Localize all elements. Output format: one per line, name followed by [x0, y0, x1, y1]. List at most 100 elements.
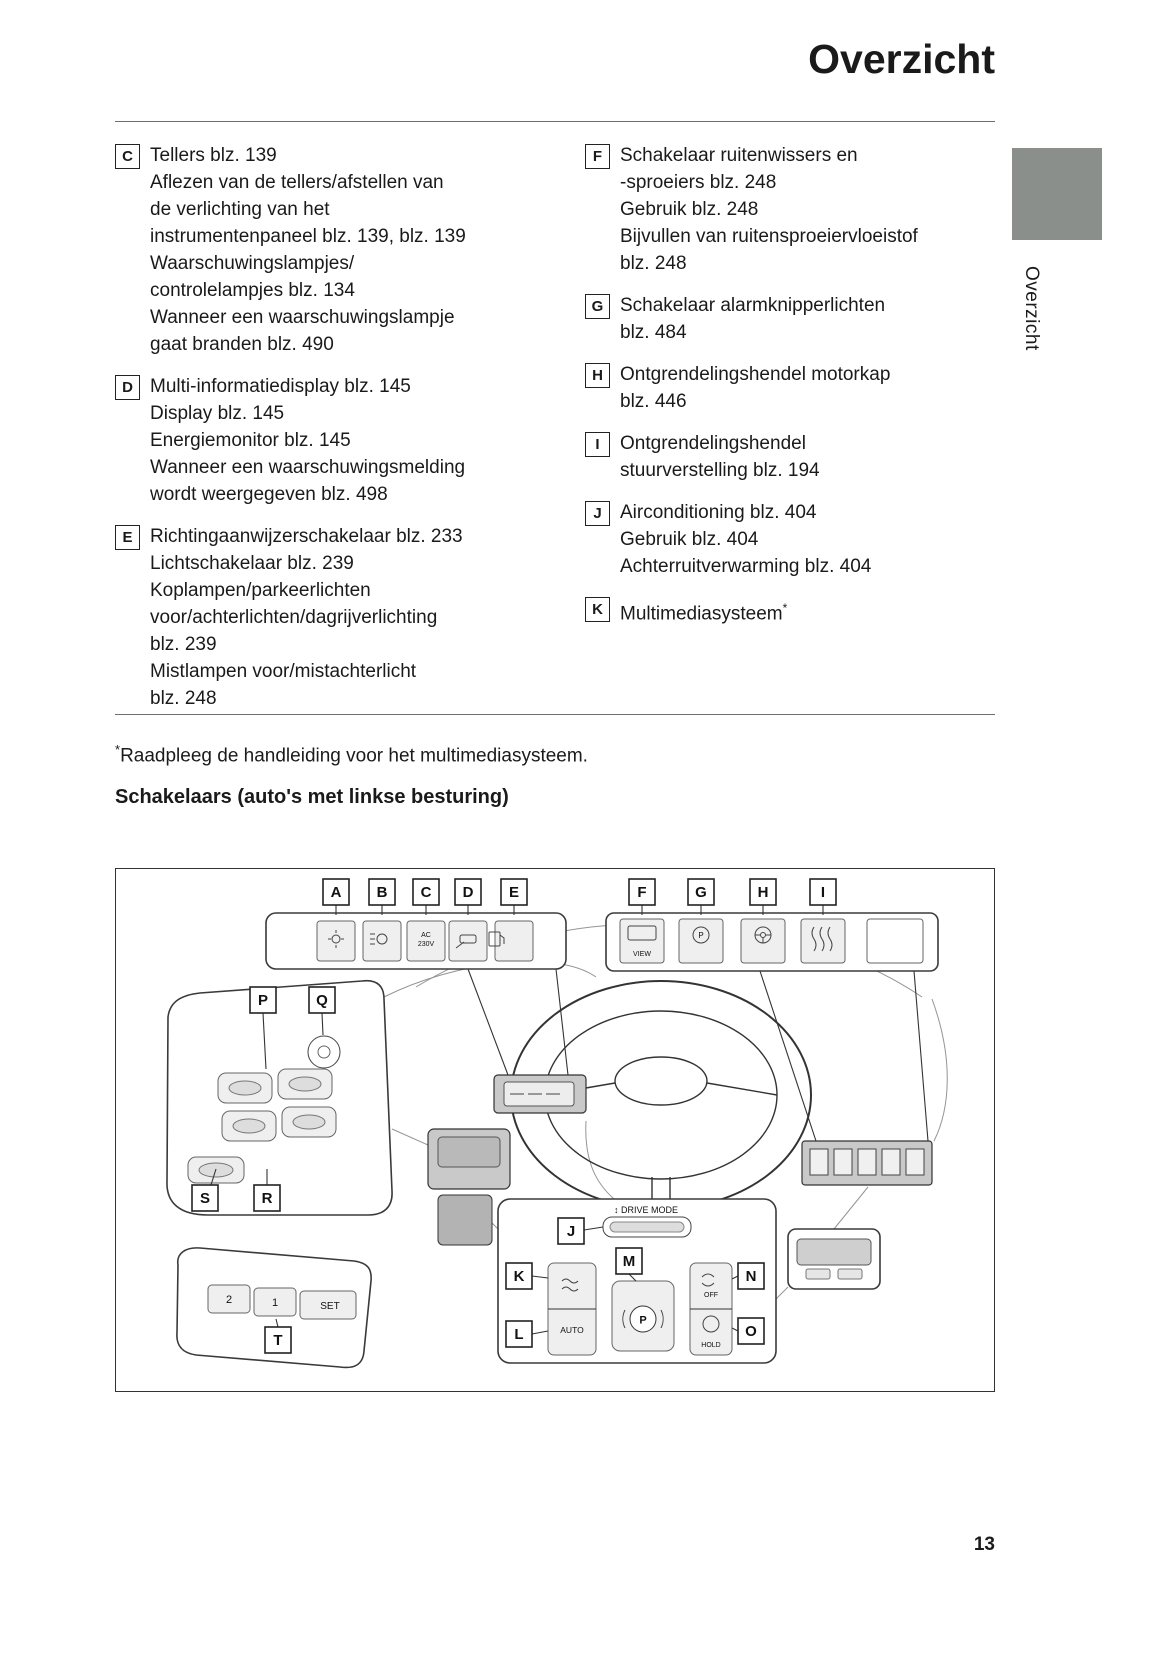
entry-line: Wanneer een waarschuwingslampje: [150, 307, 455, 328]
label-box-a: [322, 878, 350, 906]
hold-label: HOLD: [701, 1342, 720, 1349]
diagram-label-r: R: [262, 1190, 273, 1207]
seat-memory-button-2[interactable]: [207, 1284, 251, 1314]
switch-f-view[interactable]: [619, 918, 665, 964]
right-console-panel: [787, 1228, 881, 1290]
callout-key-k: K: [585, 597, 610, 622]
label-box-p: [249, 986, 277, 1014]
switch-b[interactable]: [362, 920, 402, 962]
entry-line: Aflezen van de tellers/afstellen van: [150, 172, 444, 193]
label-box-c: [412, 878, 440, 906]
diagram-label-t: T: [273, 1332, 282, 1349]
callout-key-c: C: [115, 144, 140, 169]
switches-diagram-svg: AC 230V VIEW P: [166, 878, 948, 1369]
callout-key-j: J: [585, 501, 610, 526]
diagram-label-d: D: [463, 884, 474, 901]
diagram-label-j: J: [567, 1223, 575, 1240]
diagram-label-g: G: [695, 884, 707, 901]
chapter-tab-label: Overzicht: [1021, 266, 1042, 351]
diagram-label-s: S: [200, 1190, 210, 1207]
diagram-label-n: N: [746, 1268, 757, 1285]
entry-line: Tellers blz. 139: [150, 145, 277, 166]
entry-line: instrumentenpaneel blz. 139, blz. 139: [150, 226, 466, 247]
entry-line: Schakelaar alarmknipperlichten: [620, 295, 886, 316]
auto-label: AUTO: [560, 1325, 584, 1335]
entry-line: Energiemonitor blz. 145: [150, 430, 351, 451]
divider-bottom: [115, 714, 995, 715]
drive-mode-slot: [609, 1221, 685, 1233]
diagram-label-o: O: [745, 1323, 757, 1340]
steering-column-switch: [493, 1074, 587, 1114]
entry-line: stuurverstelling blz. 194: [620, 460, 820, 481]
switch-e-fuel[interactable]: [494, 920, 534, 962]
ac-switch-label-1: AC: [421, 932, 431, 939]
seat-memory-2-label: 2: [226, 1294, 232, 1306]
entry-line: de verlichting van het: [150, 199, 330, 220]
label-box-j: [557, 1217, 585, 1245]
mirror-knob-center: [317, 1045, 331, 1059]
chapter-tab: [1012, 148, 1102, 240]
footnote-text: Raadpleeg de handleiding voor het multim…: [120, 745, 588, 767]
diagram-label-m: M: [623, 1253, 636, 1270]
switch-icons-right: [627, 925, 833, 952]
diagram-label-l: L: [514, 1326, 523, 1343]
label-box-f: [628, 878, 656, 906]
switch-a[interactable]: [316, 920, 356, 962]
label-box-b: [368, 878, 396, 906]
diagram-label-k: K: [514, 1268, 525, 1285]
entry-line: Waarschuwingslampjes/: [150, 253, 355, 274]
diagram-label-p: P: [258, 992, 268, 1009]
window-switches[interactable]: [187, 1068, 337, 1184]
diagram-label-e: E: [509, 884, 519, 901]
entry-line: blz. 248: [150, 688, 217, 709]
entry-line: Wanneer een waarschuwingsmelding: [150, 457, 466, 478]
entry-line: Lichtschakelaar blz. 239: [150, 553, 354, 574]
door-switch-panel: [166, 979, 393, 1216]
entry-line: Gebruik blz. 248: [620, 199, 759, 220]
mirror-control-knob[interactable]: [307, 1035, 341, 1069]
entry-line: Richtingaanwijzerschakelaar blz. 233: [150, 526, 463, 547]
seat-memory-1-label: 1: [272, 1297, 278, 1309]
entry-text: Schakelaar ruitenwissers en-sproeiers bl…: [620, 142, 918, 277]
diagram-label-c: C: [421, 884, 432, 901]
entry-line: Multimediasysteem*: [620, 601, 788, 625]
entry-line: Bijvullen van ruitensproeiervloeistof: [620, 226, 918, 247]
park-brake-label: P: [639, 1315, 646, 1327]
page-title: Overzicht: [808, 36, 995, 82]
center-console-panel: ↕ DRIVE MODE AUTO P OFF HOLD: [497, 1198, 777, 1364]
dashboard-left-switch-panel: AC 230V: [265, 912, 567, 970]
diagram-label-q: Q: [316, 992, 328, 1009]
diagram-label-h: H: [758, 884, 769, 901]
entry-line: Schakelaar ruitenwissers en: [620, 145, 858, 166]
entry-line: wordt weergegeven blz. 498: [150, 484, 388, 505]
switch-c-ac-outlet[interactable]: [406, 920, 446, 962]
seat-memory-panel: 2 1 SET: [176, 1247, 372, 1369]
drive-mode-label: ↕ DRIVE MODE: [614, 1205, 678, 1215]
entry-line: Koplampen/parkeerlichten: [150, 580, 371, 601]
diagram-label-a: A: [331, 884, 342, 901]
seat-memory-set-button[interactable]: [299, 1290, 357, 1320]
diagram-callout-labels: A B C D E F G H I J K: [191, 878, 837, 1354]
label-box-e: [500, 878, 528, 906]
label-box-h: [749, 878, 777, 906]
switch-d-back-door[interactable]: [448, 920, 488, 962]
label-box-k: [505, 1262, 533, 1290]
callout-lines: [467, 968, 929, 1142]
section-heading: Schakelaars (auto's met linkse besturing…: [115, 786, 509, 808]
label-box-l: [505, 1320, 533, 1348]
index-entry-k: K Multimediasysteem*: [585, 595, 997, 627]
seat-memory-button-1[interactable]: [253, 1287, 297, 1317]
entry-line: Achterruitverwarming blz. 404: [620, 556, 872, 577]
entry-line: Display blz. 145: [150, 403, 285, 424]
switch-g[interactable]: [678, 918, 724, 964]
parking-brake-icon: [629, 1305, 657, 1333]
